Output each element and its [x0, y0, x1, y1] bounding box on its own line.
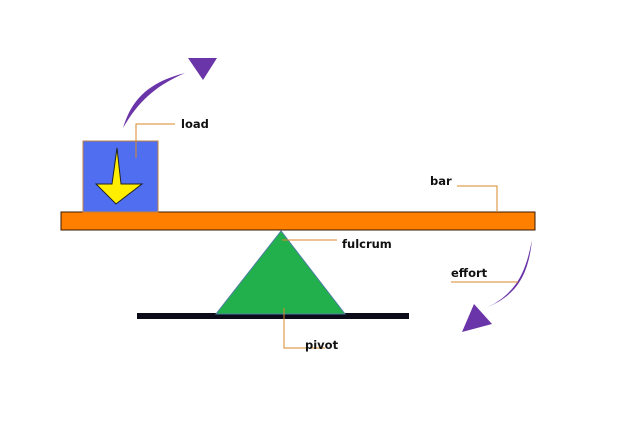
bar-leader-line [457, 185, 498, 212]
effort-label: effort [451, 266, 488, 280]
pivot-leader-line [283, 308, 325, 349]
load-down-arrow-icon [94, 147, 144, 205]
fulcrum-triangle [214, 230, 347, 315]
fulcrum-label: fulcrum [342, 237, 392, 251]
curved-arrow-up-icon [123, 73, 185, 128]
curved-arrow-down-icon [488, 240, 532, 307]
load-label: load [181, 117, 209, 131]
lever-bar [60, 211, 536, 231]
load-leader-line [135, 123, 175, 158]
pivot-label: pivot [305, 338, 339, 352]
ground-line [137, 313, 409, 319]
arrowhead-down-icon [462, 304, 492, 332]
arrowhead-up-icon [188, 58, 217, 80]
bar-label: bar [430, 174, 452, 188]
